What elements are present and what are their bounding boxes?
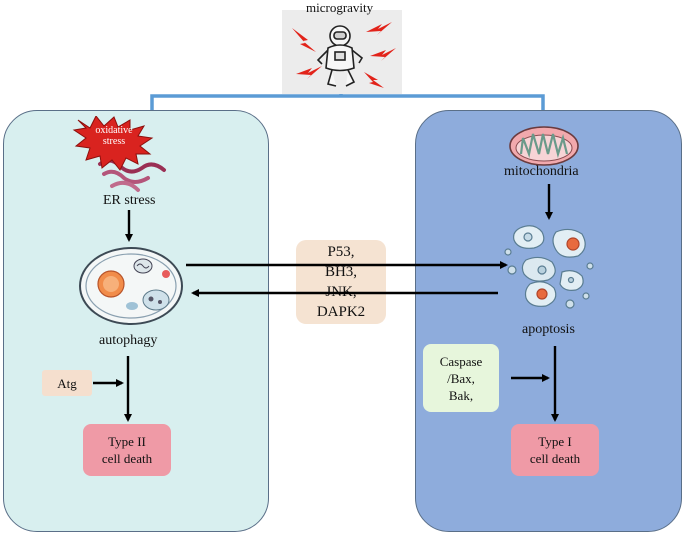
mitochondrion-icon [509,126,579,166]
autophagosome-icon [79,247,183,325]
caspase-line2: /Bax, [447,370,475,386]
mitochondria-label: mitochondria [504,164,579,179]
apoptotic-cell-icon [504,225,594,309]
autophagy-label: autophagy [99,333,158,348]
type-ii-line1: Type II [108,434,146,449]
type-i-cell-death-box: Type I cell death [511,424,599,476]
molecule-bh3: BH3, [324,264,358,280]
microgravity-box [282,10,402,94]
microgravity-label: microgravity [306,0,374,15]
er-stress-label: ER stress [103,193,156,208]
signaling-molecules-box: P53, BH3, JNK, DAPK2 [296,240,386,324]
caspase-line3: Bak, [448,387,474,403]
caspase-line1: Caspase [439,353,483,369]
molecule-p53: P53, [327,244,355,260]
type-ii-cell-death-box: Type II cell death [83,424,171,476]
type-i-line2: cell death [529,451,581,466]
lightning-icon [292,22,396,88]
astronaut-icon [292,22,396,88]
type-i-line1: Type I [538,434,572,449]
type-ii-line2: cell death [101,451,153,466]
molecule-dapk2: DAPK2 [316,304,366,320]
apoptosis-label: apoptosis [522,322,575,337]
oxidative-stress-label: oxidative stress [95,125,133,147]
caspase-bax-bak-box: Caspase /Bax, Bak, [423,344,499,412]
starburst-icon [72,116,166,192]
atg-box: Atg [42,370,92,396]
